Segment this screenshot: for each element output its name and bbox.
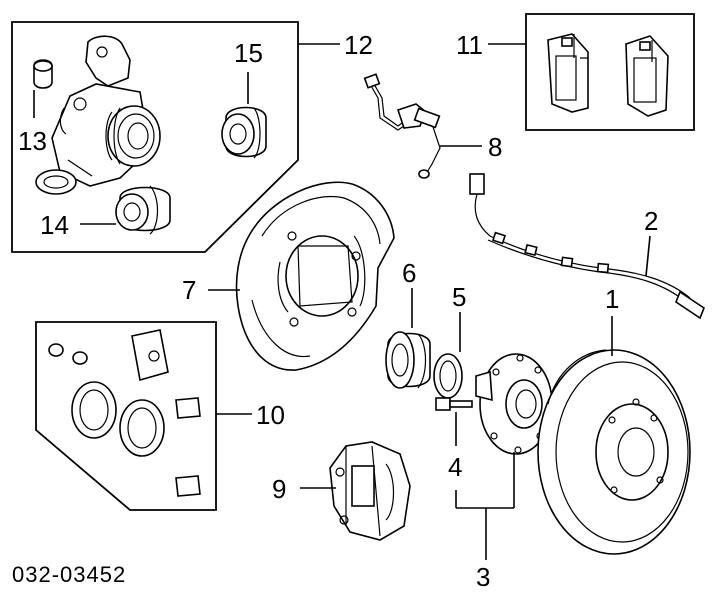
boot-14-illustration xyxy=(80,185,171,235)
bushing-15-illustration xyxy=(221,72,267,159)
snap-ring-5-illustration xyxy=(433,312,463,399)
callout-bracket-3-4 xyxy=(455,490,514,560)
callout-7: 7 xyxy=(182,275,196,305)
abs-sensor-2-illustration xyxy=(469,173,705,320)
callout-1: 1 xyxy=(605,284,619,314)
sleeve-13-illustration xyxy=(33,59,53,118)
seal-kit-illustration xyxy=(48,329,201,497)
callout-9: 9 xyxy=(272,474,286,504)
callout-10: 10 xyxy=(256,400,285,430)
callout-4: 4 xyxy=(448,452,462,482)
callout-8: 8 xyxy=(488,132,502,162)
callout-12: 12 xyxy=(344,30,373,60)
callout-11: 11 xyxy=(456,30,483,60)
callout-labels: 1 2 3 4 5 6 7 8 9 10 11 12 13 14 15 xyxy=(18,30,658,592)
hub-3-illustration xyxy=(475,353,553,508)
callout-6: 6 xyxy=(402,258,416,288)
bearing-6-illustration xyxy=(385,288,431,389)
callout-2: 2 xyxy=(644,206,658,236)
callout-15: 15 xyxy=(234,38,263,68)
brake-disc-1-illustration xyxy=(537,316,691,555)
caliper-assembly-9-illustration xyxy=(300,441,411,541)
callout-14: 14 xyxy=(40,210,69,240)
brake-pad-box xyxy=(488,13,695,131)
brake-hose-8-illustration xyxy=(363,73,482,179)
diagram-code: 032-03452 xyxy=(12,562,126,587)
backing-plate-7-illustration xyxy=(208,181,395,371)
callout-13: 13 xyxy=(18,126,47,156)
caliper-body-illustration xyxy=(35,35,161,195)
callout-5: 5 xyxy=(452,282,466,312)
callout-3: 3 xyxy=(476,562,490,592)
seal-kit-box xyxy=(35,321,252,511)
brake-pads-illustration xyxy=(547,33,669,117)
stud-bolt-4-illustration xyxy=(435,397,473,446)
caliper-kit-box xyxy=(11,21,340,253)
